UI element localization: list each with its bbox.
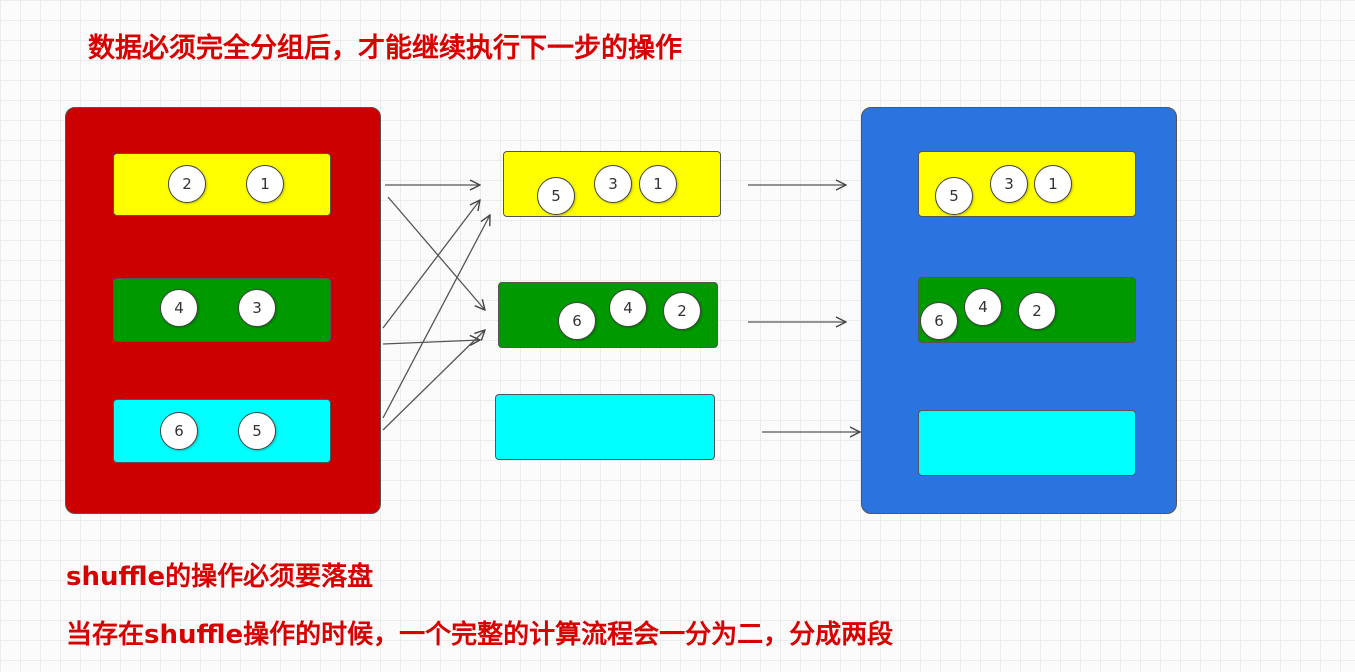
record-ball: 6	[160, 412, 198, 450]
arrow-shuffle	[387, 196, 485, 310]
record-ball: 1	[639, 165, 677, 203]
record-ball: 2	[1018, 292, 1056, 330]
arrow-shuffle	[382, 330, 485, 431]
arrow-shuffle	[382, 200, 480, 329]
record-ball: 5	[935, 177, 973, 215]
source-partition-yellow	[113, 153, 331, 216]
arrow-shuffle	[382, 340, 480, 344]
record-ball: 5	[537, 177, 575, 215]
record-ball: 6	[920, 302, 958, 340]
record-ball: 1	[1034, 165, 1072, 203]
shuffle-partition-cyan	[495, 394, 715, 460]
record-ball: 1	[246, 165, 284, 203]
record-ball: 4	[160, 289, 198, 327]
record-ball: 4	[964, 288, 1002, 326]
note-shuffle-disk: shuffle的操作必须要落盘	[66, 562, 374, 592]
record-ball: 5	[238, 412, 276, 450]
record-ball: 6	[558, 302, 596, 340]
source-partition-cyan	[113, 399, 331, 463]
record-ball: 3	[238, 289, 276, 327]
target-partition-cyan	[918, 410, 1136, 476]
record-ball: 3	[594, 165, 632, 203]
diagram-title: 数据必须完全分组后，才能继续执行下一步的操作	[88, 33, 682, 64]
arrow-shuffle	[382, 215, 490, 419]
record-ball: 2	[168, 165, 206, 203]
note-stage-split: 当存在shuffle操作的时候，一个完整的计算流程会一分为二，分成两段	[66, 620, 894, 650]
record-ball: 2	[663, 292, 701, 330]
record-ball: 3	[990, 165, 1028, 203]
source-partition-green	[113, 278, 331, 342]
shuffle-partition-yellow	[503, 151, 721, 217]
record-ball: 4	[609, 289, 647, 327]
